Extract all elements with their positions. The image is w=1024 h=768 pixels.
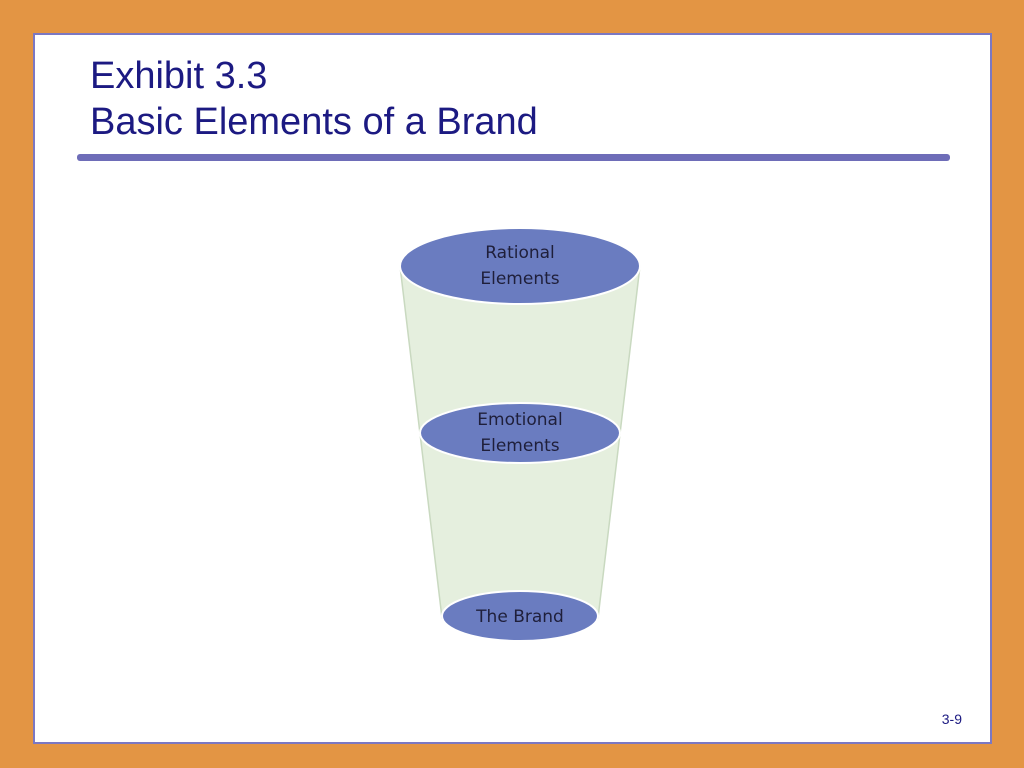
rational-elements-label-line1: Rational: [485, 243, 555, 263]
slide-title: Exhibit 3.3 Basic Elements of a Brand: [90, 53, 538, 145]
the-brand-label: The Brand: [475, 607, 564, 627]
emotional-elements-label-line1: Emotional: [477, 410, 562, 430]
rational-elements-label-line2: Elements: [480, 269, 559, 289]
the-brand-ellipse: [441, 590, 599, 642]
emotional-elements-ellipse: [419, 402, 621, 464]
slide: Exhibit 3.3 Basic Elements of a Brand Ra…: [33, 33, 992, 744]
brand-elements-diagram: Rational Elements Emotional Elements The…: [399, 227, 641, 642]
title-underline: [77, 154, 950, 161]
emotional-elements-label-line2: Elements: [480, 436, 559, 456]
page-number: 3-9: [941, 711, 962, 727]
title-line-2: Basic Elements of a Brand: [90, 101, 538, 143]
title-line-1: Exhibit 3.3: [90, 55, 268, 97]
rational-elements-ellipse: [399, 227, 641, 305]
